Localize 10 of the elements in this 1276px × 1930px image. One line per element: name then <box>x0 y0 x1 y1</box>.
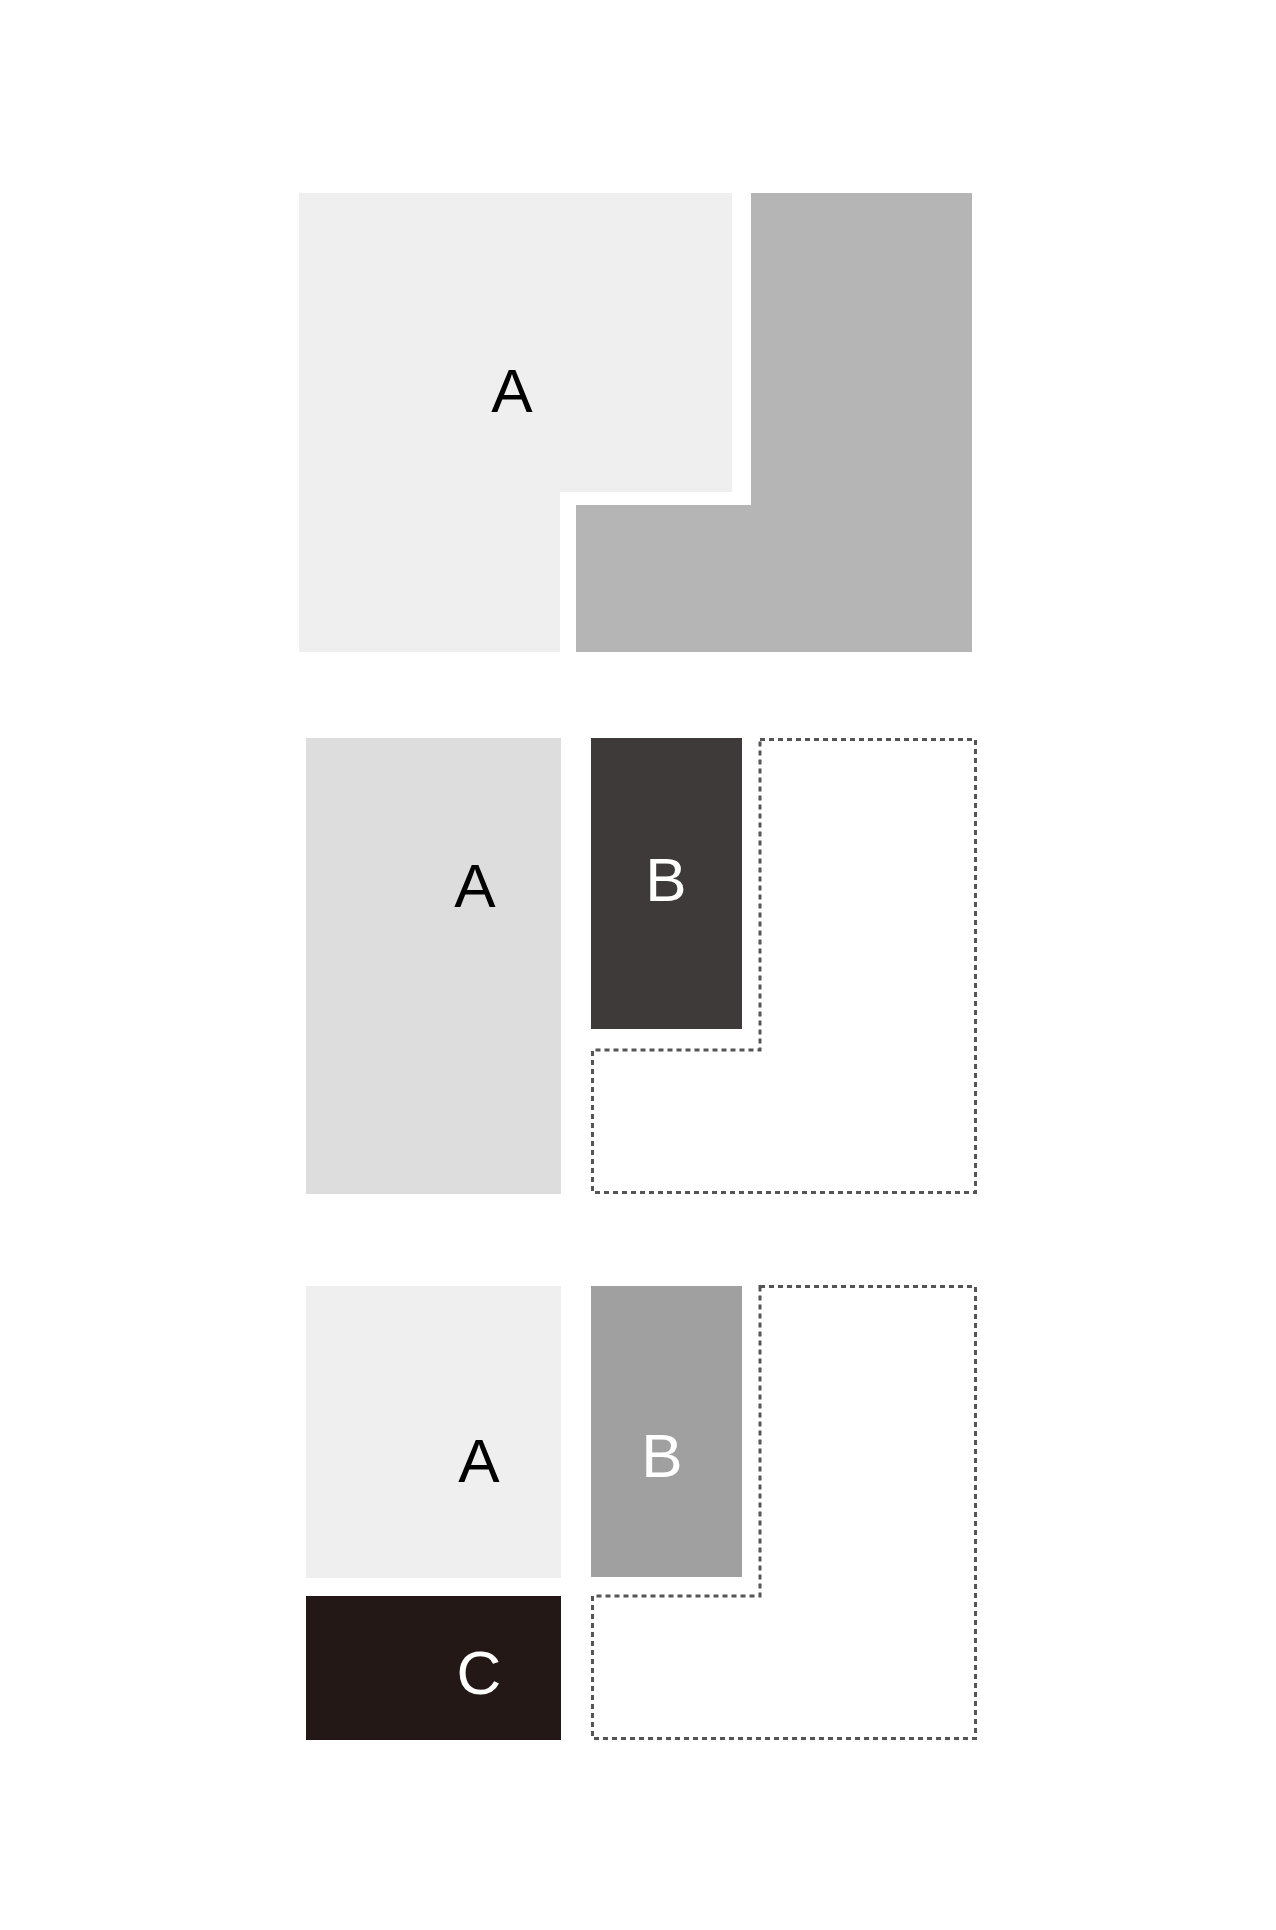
block-letter: C <box>456 1642 502 1704</box>
block <box>591 1286 742 1577</box>
block-letter: B <box>641 1425 683 1487</box>
block <box>306 1596 561 1740</box>
block-letter: A <box>454 855 496 917</box>
block <box>591 738 742 1029</box>
block-letter: B <box>645 849 687 911</box>
block-letter: A <box>491 360 533 422</box>
block-letter: A <box>458 1430 500 1492</box>
block <box>306 738 561 1194</box>
